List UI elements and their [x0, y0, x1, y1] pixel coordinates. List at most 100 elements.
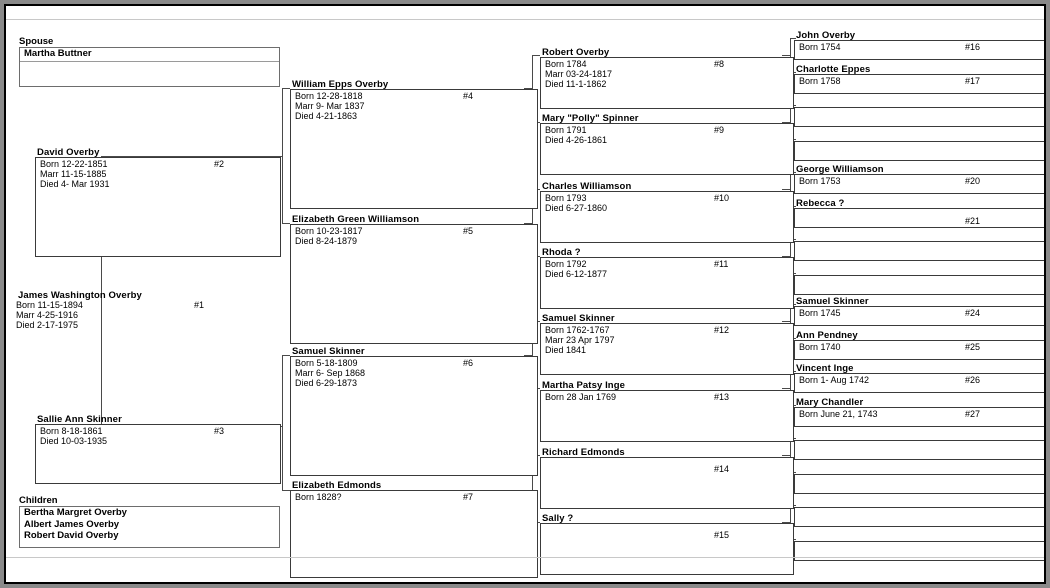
person-box-14[interactable]: #14 [540, 457, 794, 509]
person-box-9[interactable]: Born 1791 Died 4-26-1861 #9 [540, 123, 794, 175]
person-box-15[interactable]: #15 [540, 523, 794, 575]
person-facts-17: Born 1758 [799, 76, 841, 86]
chart-canvas[interactable]: John Overby Born 1754 #16 Charlotte Eppe… [6, 6, 1044, 582]
person-number-8: #8 [714, 59, 725, 69]
person-box-11[interactable]: Born 1792 Died 6-12-1877 #11 [540, 257, 794, 309]
connector-p12-stem [782, 321, 790, 322]
person-name-12: Samuel Skinner [542, 313, 615, 324]
person-box-24[interactable]: Born 1745 #24 [794, 306, 1044, 326]
person-box-19[interactable] [794, 141, 1044, 161]
person-facts-27: Born June 21, 1743 [799, 409, 878, 419]
connector-p10-stem [782, 189, 790, 190]
connector-p4-to-p8 [532, 55, 540, 56]
connector-p3-to-p7 [282, 490, 290, 491]
person-died-9: Died 4-26-1861 [545, 135, 608, 146]
person-number-4: #4 [463, 91, 474, 101]
person-name-8: Robert Overby [542, 47, 610, 58]
spouse-panel-label: Spouse [19, 36, 54, 47]
person-name-5: Elizabeth Green Williamson [292, 214, 420, 225]
children-list-item-1[interactable]: Bertha Margret Overby [24, 507, 127, 518]
person-box-7[interactable]: Born 1828? #7 [290, 490, 538, 578]
connector-p8-stem [782, 55, 790, 56]
connector-p11-stem [782, 256, 790, 257]
connector-p14-vertical [790, 438, 791, 472]
person-box-1[interactable]: Born 11-15-1894 Marr 4-25-1916 Died 2-17… [16, 300, 281, 340]
person-box-25[interactable]: Born 1740 #25 [794, 340, 1044, 360]
person-died-5: Died 8-24-1879 [295, 236, 358, 247]
person-marr-1: Marr 4-25-1916 [16, 310, 79, 321]
connector-g1-vertical [101, 156, 102, 426]
person-box-22[interactable] [794, 241, 1044, 261]
person-name-20: George Williamson [796, 164, 884, 175]
person-facts-25: Born 1740 [799, 342, 841, 352]
connector-p4-vertical [532, 55, 533, 122]
person-number-16: #16 [965, 42, 981, 52]
person-box-17[interactable]: Born 1758 #17 [794, 74, 1044, 94]
connector-p7-vertical [532, 455, 533, 522]
person-box-27[interactable]: Born June 21, 1743 #27 [794, 407, 1044, 427]
spouse-panel-box[interactable]: Martha Buttner [19, 47, 280, 87]
person-name-25: Ann Pendney [796, 330, 858, 341]
children-list-item-2[interactable]: Albert James Overby [24, 518, 120, 530]
person-number-20: #20 [965, 176, 981, 186]
person-number-9: #9 [714, 125, 725, 135]
person-born-12: Born 1762-1767 [545, 325, 610, 335]
person-box-16[interactable]: Born 1754 #16 [794, 40, 1044, 60]
person-number-14: #14 [714, 464, 730, 474]
person-number-12: #12 [714, 325, 730, 335]
children-panel-box[interactable]: Bertha Margret Overby Albert James Overb… [19, 506, 280, 548]
person-number-25: #25 [965, 342, 981, 352]
connector-p14-stem [782, 455, 790, 456]
person-name-7: Elizabeth Edmonds [292, 480, 382, 491]
connector-p3-to-p6 [282, 355, 290, 356]
person-box-21[interactable]: #21 [794, 208, 1044, 228]
children-list-item-3[interactable]: Robert David Overby [24, 530, 119, 541]
person-box-20[interactable]: Born 1753 #20 [794, 174, 1044, 194]
person-box-18[interactable] [794, 107, 1044, 127]
children-panel-label: Children [19, 495, 58, 506]
person-name-17: Charlotte Eppes [796, 64, 871, 75]
person-box-4[interactable]: Born 12-28-1818 Marr 9- Mar 1837 Died 4-… [290, 89, 538, 209]
person-box-12[interactable]: Born 1762-1767 Marr 23 Apr 1797 Died 184… [540, 323, 794, 375]
person-died-8: Died 11-1-1862 [545, 79, 607, 90]
connector-p6-stem [524, 355, 532, 356]
person-number-27: #27 [965, 409, 981, 419]
person-marr-8: Marr 03-24-1817 [545, 69, 613, 80]
person-box-3[interactable]: Born 8-18-1861 Died 10-03-1935 #3 [35, 424, 281, 484]
person-name-2: David Overby [37, 147, 100, 158]
person-box-28[interactable] [794, 440, 1044, 460]
person-box-8[interactable]: Born 1784 Marr 03-24-1817 Died 11-1-1862… [540, 57, 794, 109]
person-died-12: Died 1841 [545, 345, 587, 356]
person-born-4: Born 12-28-1818 [295, 91, 363, 101]
person-name-21: Rebecca ? [796, 198, 845, 209]
spouse-list-item[interactable]: Martha Buttner [20, 48, 279, 62]
person-number-6: #6 [463, 358, 474, 368]
connector-p15-stem [782, 522, 790, 523]
person-box-30[interactable] [794, 507, 1044, 527]
person-born-3: Born 8-18-1861 [40, 426, 103, 436]
person-name-6: Samuel Skinner [292, 346, 365, 357]
person-box-6[interactable]: Born 5-18-1809 Marr 6- Sep 1868 Died 6-2… [290, 356, 538, 476]
person-number-7: #7 [463, 492, 474, 502]
person-name-26: Vincent Inge [796, 363, 854, 374]
connector-p10-vertical [790, 172, 791, 206]
person-name-11: Rhoda ? [542, 247, 581, 258]
person-box-29[interactable] [794, 474, 1044, 494]
person-box-13[interactable]: Born 28 Jan 1769 #13 [540, 390, 794, 442]
person-box-10[interactable]: Born 1793 Died 6-27-1860 #10 [540, 191, 794, 243]
person-died-3: Died 10-03-1935 [40, 436, 108, 447]
person-box-5[interactable]: Born 10-23-1817 Died 8-24-1879 #5 [290, 224, 538, 344]
person-name-9: Mary "Polly" Spinner [542, 113, 639, 124]
person-name-24: Samuel Skinner [796, 296, 869, 307]
person-box-26[interactable]: Born 1- Aug 1742 #26 [794, 373, 1044, 393]
connector-p11-vertical [790, 239, 791, 273]
person-box-31[interactable] [794, 541, 1044, 561]
canvas-bottom-hairline [6, 557, 1044, 558]
connector-p2-vertical [282, 88, 283, 223]
connector-p13-stem [782, 388, 790, 389]
person-box-23[interactable] [794, 275, 1044, 295]
person-box-2[interactable]: Born 12-22-1851 Marr 11-15-1885 Died 4- … [35, 157, 281, 257]
person-born-9: Born 1791 [545, 125, 587, 135]
person-born-1: Born 11-15-1894 [16, 300, 83, 310]
person-name-27: Mary Chandler [796, 397, 864, 408]
